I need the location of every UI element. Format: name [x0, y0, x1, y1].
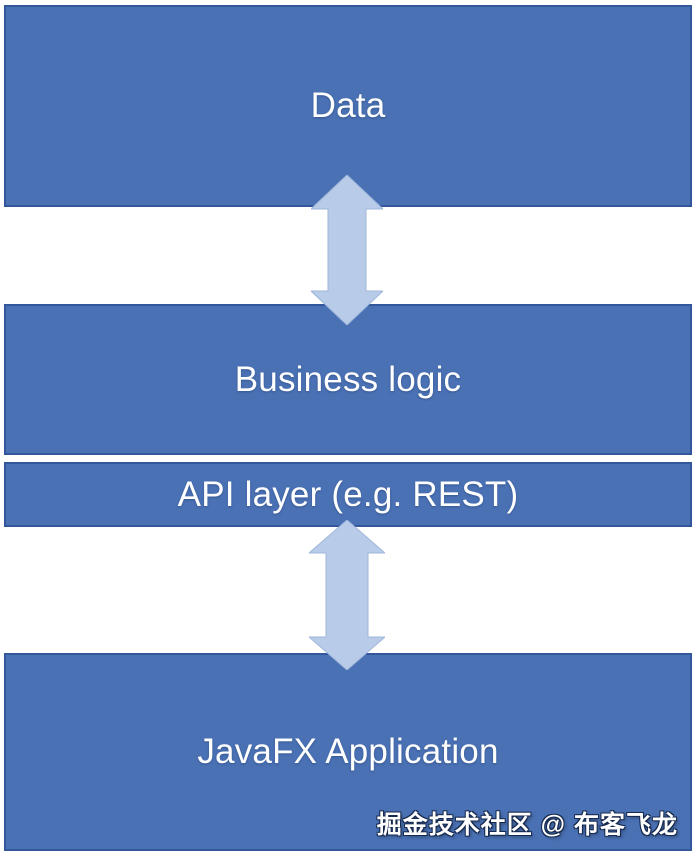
- double-arrow-icon: [309, 520, 385, 670]
- double-arrow-shape: [309, 520, 385, 670]
- double-arrow-icon: [311, 175, 383, 325]
- double-arrow-shape: [311, 175, 383, 325]
- layer-box-business-logic: Business logic: [4, 304, 692, 455]
- layer-box-javafx-application: JavaFX Application: [4, 653, 692, 851]
- layer-box-data: Data: [4, 5, 692, 207]
- layer-label-business-logic: Business logic: [234, 359, 462, 399]
- layer-box-api-layer: API layer (e.g. REST): [4, 462, 692, 527]
- layer-label-javafx-application: JavaFX Application: [197, 732, 499, 771]
- watermark-text: 掘金技术社区 @ 布客飞龙: [376, 811, 678, 839]
- layer-label-data: Data: [310, 86, 386, 125]
- layer-label-api-layer: API layer (e.g. REST): [177, 474, 519, 514]
